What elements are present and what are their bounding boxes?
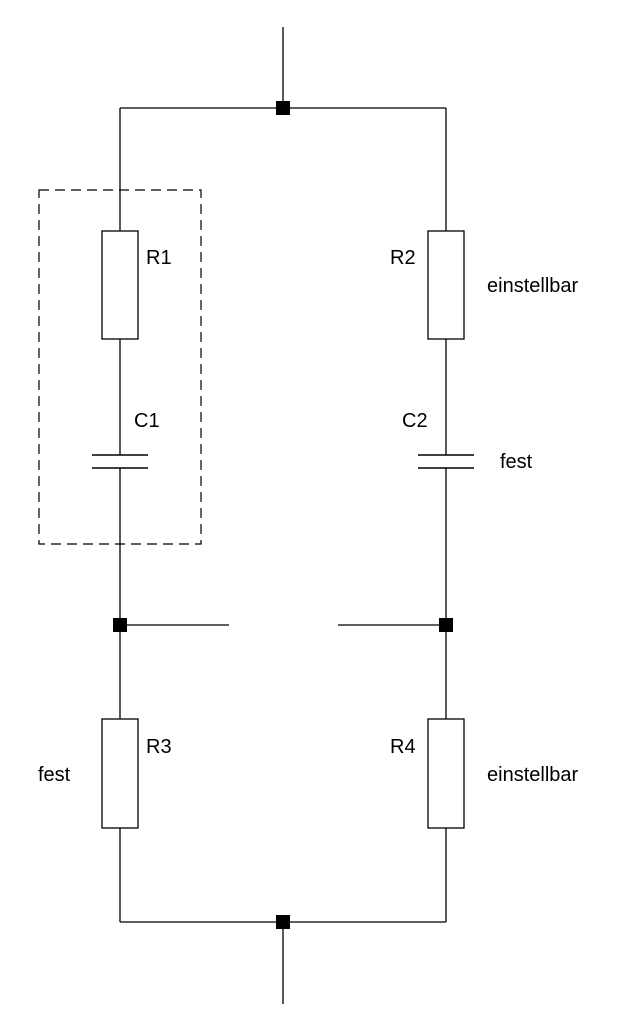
c2-capacitor <box>418 454 474 469</box>
right-junction-node <box>439 618 453 632</box>
r2-label: R2 <box>390 247 416 269</box>
c2-note: fest <box>500 451 533 473</box>
r2-note: einstellbar <box>487 275 579 297</box>
r4-label: R4 <box>390 736 416 758</box>
r3-note: fest <box>38 764 71 786</box>
r2-resistor <box>427 230 465 340</box>
r3-label: R3 <box>146 736 172 758</box>
r1-label: R1 <box>146 247 172 269</box>
top-junction-node <box>276 101 290 115</box>
r4-resistor <box>427 718 465 829</box>
r4-note: einstellbar <box>487 764 579 786</box>
c2-label: C2 <box>402 410 428 432</box>
bottom-junction-node <box>276 915 290 929</box>
r3-resistor <box>101 718 139 829</box>
c1-label: C1 <box>134 410 160 432</box>
r1-resistor <box>101 230 139 340</box>
c1-capacitor <box>92 454 148 469</box>
left-junction-node <box>113 618 127 632</box>
r1-c1-dashed-box <box>38 189 202 545</box>
